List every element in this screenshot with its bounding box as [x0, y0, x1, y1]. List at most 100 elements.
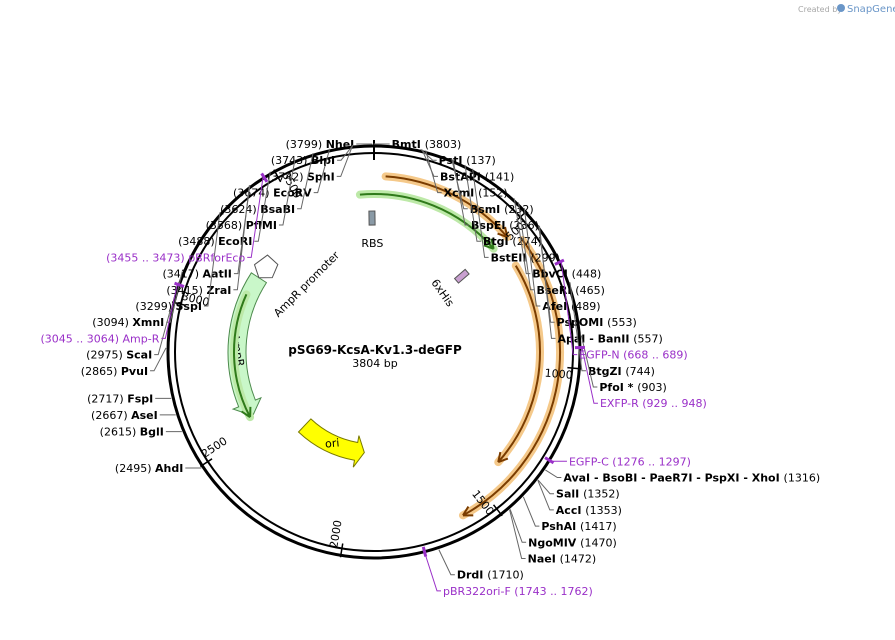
site-position: (3624)	[220, 203, 260, 216]
site-position: (3742)	[267, 170, 307, 183]
site-position: (2615)	[100, 426, 140, 439]
primer-range: (3455 .. 3473)	[106, 251, 188, 264]
site-position: (553)	[607, 316, 637, 329]
site-nhei: (3799) NheI	[286, 138, 373, 151]
site-name: AvaI - BsoBI - PaeR7I - PspXI - XhoI	[563, 472, 783, 485]
label-leader-line	[509, 509, 527, 543]
plasmid-size: 3804 bp	[352, 357, 397, 370]
label-text: (2495) AhdI	[115, 462, 183, 475]
label-leader-line	[150, 347, 167, 372]
label-text: pBR322ori-F (1743 .. 1762)	[443, 585, 593, 598]
label-leader-line	[518, 202, 535, 291]
label-leader-line	[313, 148, 331, 194]
site-position: (2865)	[81, 365, 121, 378]
primer-egfp-n: EGFP-N (668 .. 689)	[554, 258, 688, 362]
site-name: PspOMI	[557, 316, 608, 329]
label-leader-line	[580, 335, 598, 388]
label-text: EXFP-R (929 .. 948)	[600, 397, 707, 410]
site-naei: NaeI (1472)	[509, 509, 597, 566]
label-leader-line	[438, 549, 455, 576]
label-text: NgoMIV (1470)	[528, 536, 617, 549]
label-text: BstAPI (141)	[440, 170, 514, 183]
site-position: (1353)	[585, 504, 622, 517]
site-name: ScaI	[126, 349, 152, 362]
site-position: (3674)	[233, 187, 273, 200]
site-name: BsmI	[470, 203, 504, 216]
snapgene-watermark: Created by SnapGene	[798, 4, 895, 15]
label-text: (3045 .. 3064) Amp-R	[40, 332, 159, 345]
site-pfoi: PfoI * (903)	[580, 335, 667, 394]
site-position: (557)	[633, 332, 663, 345]
ruler-tick-mark	[171, 301, 186, 307]
label-text: PshAI (1417)	[541, 520, 616, 533]
site-acci: AccI (1353)	[537, 479, 622, 517]
site-name: BstEII	[491, 251, 531, 264]
site-position: (1316)	[784, 472, 821, 485]
site-position: (141)	[485, 170, 515, 183]
label-leader-line	[537, 479, 554, 511]
site-name: NaeI	[528, 553, 560, 566]
primer-pbr322ori-f: pBR322ori-F (1743 .. 1762)	[421, 546, 593, 598]
site-btgi: BtgI (274)	[464, 164, 542, 248]
label-text: BtgZI (744)	[588, 365, 655, 378]
ruler-tick-mark	[339, 543, 344, 558]
plasmid-name: pSG69-KcsA-Kv1.3-deGFP	[288, 343, 462, 357]
label-leader-line	[569, 282, 586, 372]
ruler-tick-label: 2000	[327, 519, 344, 549]
site-bbvci: BbvCI (448)	[513, 198, 601, 281]
primer-pbrforeco: (3455 .. 3473) pBRforEco	[106, 172, 269, 264]
site-name: PvuI	[121, 365, 148, 378]
site-bspei: BspEI (236)	[452, 159, 539, 232]
site-name: AhdI	[155, 462, 183, 475]
label-text: NaeI (1472)	[528, 553, 597, 566]
label-leader-line	[472, 168, 489, 258]
site-position: (489)	[571, 300, 601, 313]
label-leader-line	[425, 150, 442, 194]
site-blpi: (3743) BlpI	[271, 144, 354, 167]
site-name: NgoMIV	[528, 536, 580, 549]
feature-ampr-promoter	[253, 254, 279, 279]
label-leader-line	[233, 185, 250, 291]
site-asei: (2667) AseI	[91, 409, 176, 422]
site-name: AccI	[556, 504, 585, 517]
label-leader-line	[420, 148, 437, 161]
site-position: (3743)	[271, 154, 311, 167]
primer-name: pBR322ori-F	[443, 585, 514, 598]
label-text: (2865) PvuI	[81, 365, 148, 378]
site-position: (236)	[509, 219, 539, 232]
site-bgli: (2615) BglI	[100, 426, 182, 439]
label-text: AvaI - BsoBI - PaeR7I - PspXI - XhoI (13…	[563, 472, 820, 485]
site-apai-banii: ApaI - BanII (557)	[538, 225, 663, 345]
feature-label-rbs: RBS	[361, 237, 383, 250]
label-text: BbvCI (448)	[532, 268, 601, 281]
ruler-tick-mark	[273, 169, 282, 183]
site-btgzi: BtgZI (744)	[569, 282, 655, 378]
site-name: BtgI	[483, 235, 512, 248]
site-position: (744)	[625, 365, 655, 378]
ruler-tick-mark	[199, 458, 213, 468]
label-text: EGFP-C (1276 .. 1297)	[569, 455, 691, 468]
site-ngomiv: NgoMIV (1470)	[509, 509, 617, 549]
site-name: BbvCI	[532, 268, 571, 281]
label-text: BtgI (274)	[483, 235, 542, 248]
feature-label-6xhis: 6xHis	[428, 277, 456, 310]
label-leader-line	[537, 479, 555, 495]
label-leader-line	[421, 149, 439, 177]
site-name: SspI	[175, 300, 201, 313]
primer-name: Amp-R	[123, 332, 160, 345]
site-position: (3417)	[162, 268, 202, 281]
label-text: (3674) EcoRV	[233, 187, 312, 200]
feature-ori	[297, 418, 365, 468]
ruler-tick-label: 1000	[544, 367, 573, 382]
site-name: ZraI	[206, 284, 231, 297]
site-name: PfoI *	[599, 381, 637, 394]
site-fspi: (2717) FspI	[87, 392, 172, 405]
site-sphi: (3742) SphI	[267, 144, 354, 183]
label-text: (2615) BglI	[100, 426, 164, 439]
label-text: (3799) NheI	[286, 138, 355, 151]
site-bsteii: BstEII (299)	[472, 168, 560, 264]
site-position: (3799)	[286, 138, 326, 151]
label-text: (2717) FspI	[87, 392, 153, 405]
watermark-created-by: Created by	[798, 5, 842, 14]
